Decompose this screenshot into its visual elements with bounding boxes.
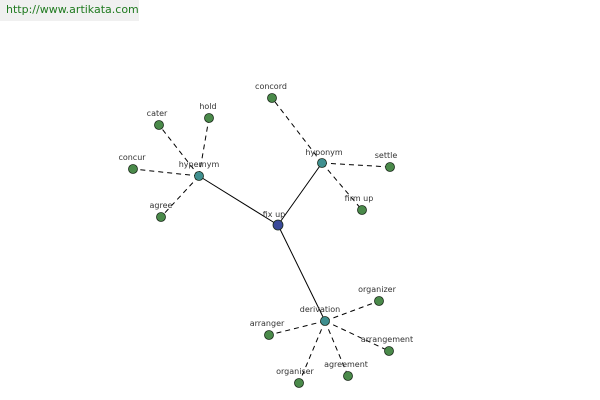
node-label-derivation: derivation	[300, 305, 340, 314]
node-label-firm-up: firm up	[345, 194, 374, 203]
node-agree[interactable]	[156, 212, 166, 222]
node-label-hypernym: hypernym	[179, 160, 220, 169]
node-cater[interactable]	[154, 120, 164, 130]
node-label-arranger: arranger	[250, 319, 285, 328]
node-label-concur: concur	[118, 153, 146, 162]
edges-layer	[132, 97, 391, 384]
node-label-fix-up: fix up	[263, 210, 285, 219]
node-label-hyponym: hyponym	[305, 148, 343, 157]
node-arranger[interactable]	[264, 330, 274, 340]
edge-derivation-organiser	[298, 320, 326, 384]
edge-hyponym-firm-up	[321, 162, 363, 211]
node-label-organiser: organiser	[276, 367, 314, 376]
edge-fix-up-derivation	[277, 224, 326, 322]
node-fix-up[interactable]	[272, 219, 284, 231]
edge-derivation-arrangement	[324, 320, 390, 352]
edge-hypernym-hold	[198, 117, 210, 177]
edge-hypernym-concur	[132, 168, 200, 177]
node-organizer[interactable]	[374, 296, 384, 306]
node-hold[interactable]	[204, 113, 214, 123]
edge-hypernym-agree	[160, 175, 200, 218]
edge-derivation-organizer	[324, 300, 380, 322]
edge-derivation-arranger	[268, 320, 326, 336]
node-arrangement[interactable]	[384, 346, 394, 356]
edge-hyponym-settle	[321, 162, 391, 168]
node-concur[interactable]	[128, 164, 138, 174]
node-label-agreement: agreement	[324, 360, 368, 369]
node-label-settle: settle	[375, 151, 398, 160]
node-agreement[interactable]	[343, 371, 353, 381]
source-url-banner: http://www.artikata.com	[0, 0, 139, 21]
node-derivation[interactable]	[320, 316, 330, 326]
node-label-arrangement: arrangement	[361, 335, 413, 344]
labels-layer: fix up hypernym hyponym derivation cater hold…	[118, 82, 413, 376]
edge-fix-up-hypernym	[198, 175, 279, 226]
node-label-organizer: organizer	[358, 285, 396, 294]
node-hypernym[interactable]	[194, 171, 204, 181]
edge-hypernym-cater	[158, 124, 200, 177]
node-label-cater: cater	[147, 109, 168, 118]
node-organiser[interactable]	[294, 378, 304, 388]
node-label-hold: hold	[199, 102, 216, 111]
node-firm-up[interactable]	[357, 205, 367, 215]
node-label-concord: concord	[255, 82, 287, 91]
node-hyponym[interactable]	[317, 158, 327, 168]
edge-fix-up-hyponym	[277, 162, 323, 226]
edge-derivation-agreement	[324, 320, 349, 377]
edge-hyponym-concord	[271, 97, 323, 164]
source-url-text: http://www.artikata.com	[6, 3, 139, 16]
nodes-layer	[128, 93, 395, 388]
node-concord[interactable]	[267, 93, 277, 103]
node-label-agree: agree	[150, 201, 173, 210]
node-settle[interactable]	[385, 162, 395, 172]
